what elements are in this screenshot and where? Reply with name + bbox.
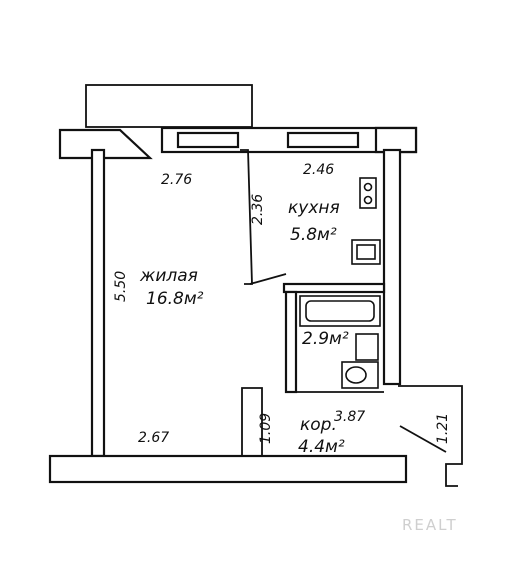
room-kitchen-name: кухня	[288, 198, 340, 218]
room-living-area: 16.8м²	[146, 289, 204, 309]
dim-entry-side: 1.21	[435, 413, 451, 444]
dim-kitchen-top: 2.46	[303, 162, 334, 178]
dim-kitchen-side: 2.36	[250, 194, 266, 225]
room-bathroom-area: 2.9м²	[302, 329, 349, 349]
kitchen-door-swing	[249, 273, 287, 285]
dim-corridor-side: 1.09	[258, 413, 274, 444]
toilet-icon	[341, 361, 379, 389]
entry-vestibule	[398, 385, 463, 487]
wall-right	[382, 148, 402, 386]
wall-top	[160, 126, 418, 154]
kitchen-sink-icon	[351, 239, 381, 265]
dim-living-side: 5.50	[113, 271, 129, 302]
wall-top-left	[58, 128, 153, 160]
room-corridor-area: 4.4м²	[298, 437, 345, 457]
room-living-name: жилая	[139, 266, 198, 286]
dim-corridor-top: 3.87	[334, 409, 365, 425]
room-corridor-name: кор.	[300, 415, 337, 435]
wall-left	[90, 148, 106, 458]
room-kitchen-area: 5.8м²	[290, 225, 337, 245]
basin-icon	[355, 333, 379, 361]
bathtub-icon	[299, 295, 381, 327]
wall-bottom	[48, 454, 408, 484]
partition-corridor	[241, 387, 263, 457]
entry-door-swing	[399, 425, 447, 453]
stove-icon	[359, 177, 377, 209]
watermark: REALT	[402, 516, 458, 534]
dim-living-bottom: 2.67	[138, 430, 169, 446]
bathroom-walls	[282, 282, 386, 394]
dim-living-top: 2.76	[161, 172, 192, 188]
partition-kitchen	[240, 149, 253, 285]
balcony	[85, 84, 253, 128]
